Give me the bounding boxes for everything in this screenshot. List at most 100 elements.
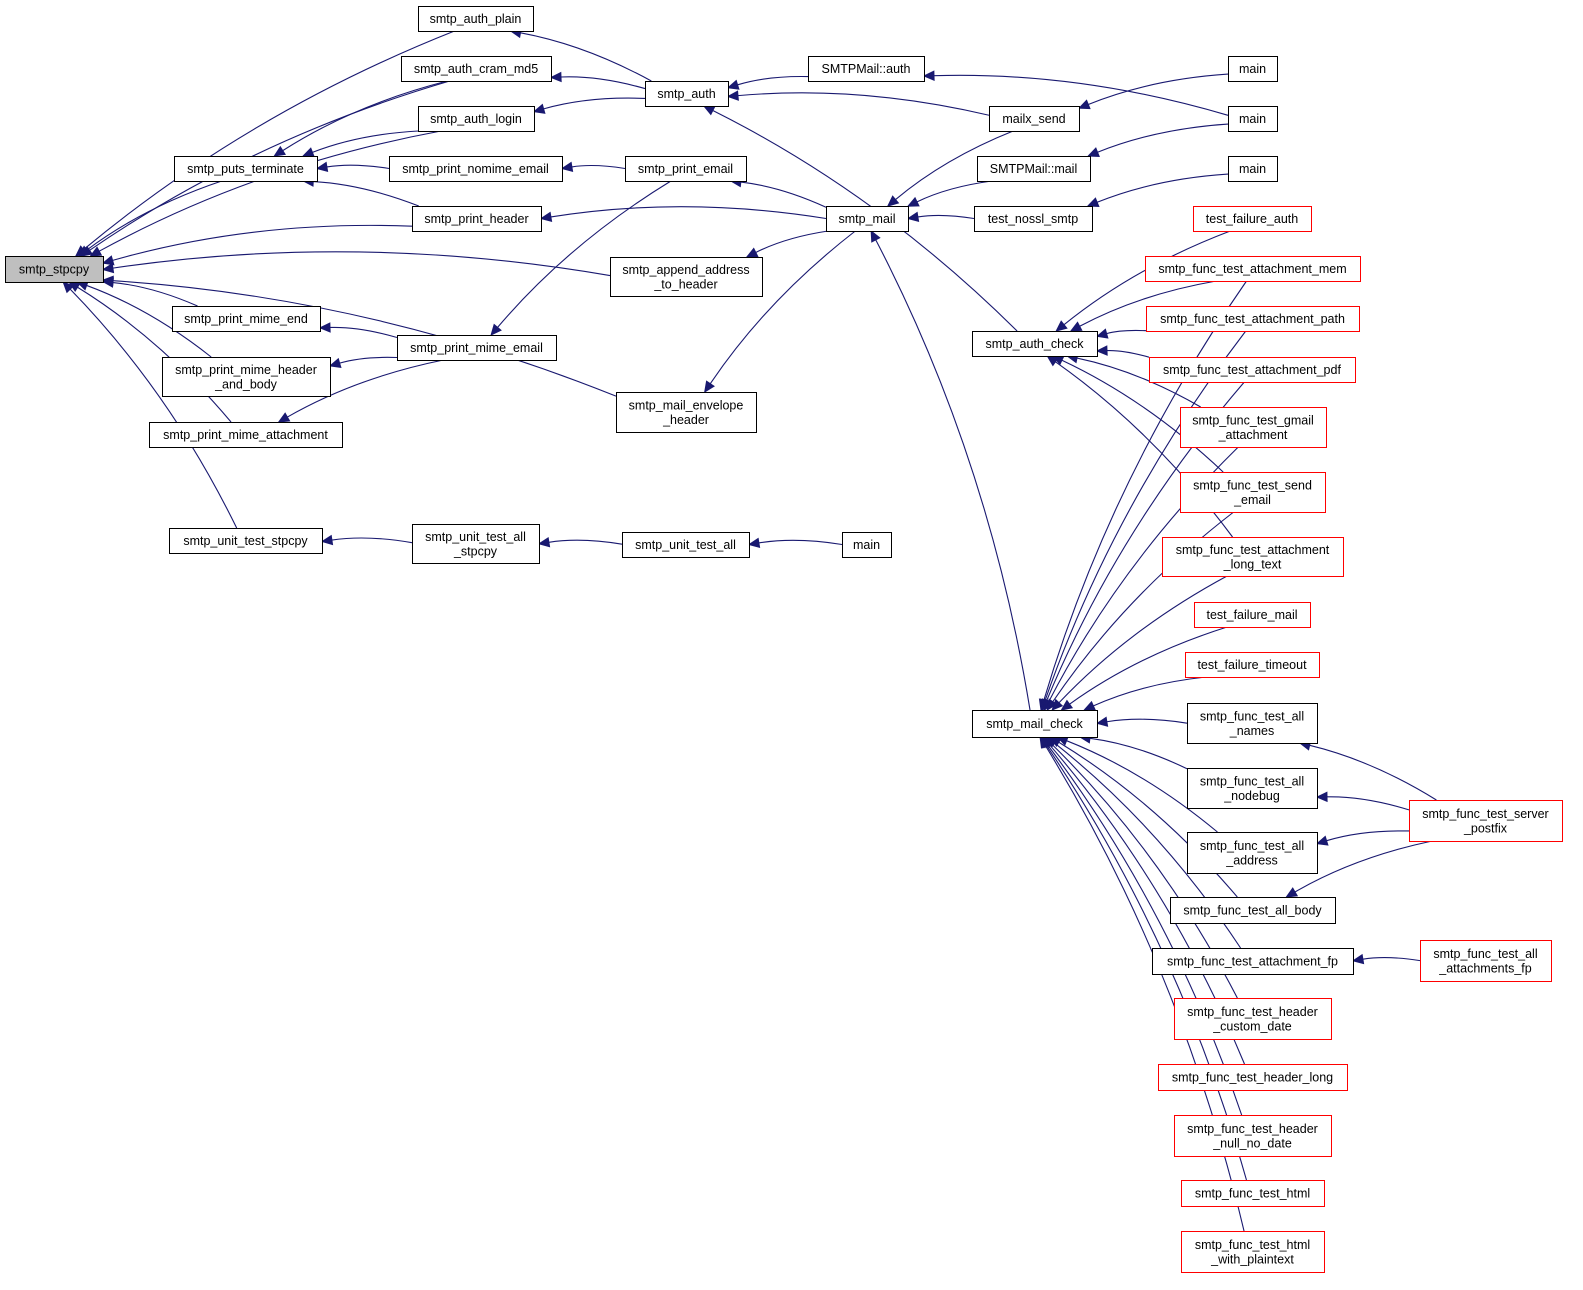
node-server-postfix[interactable]: smtp_func_test_server_postfix: [1409, 800, 1563, 842]
node-box[interactable]: [616, 392, 757, 433]
node-main2[interactable]: main: [1228, 106, 1278, 132]
node-all-address[interactable]: smtp_func_test_all_address: [1187, 832, 1318, 874]
node-hdr-long[interactable]: smtp_func_test_header_long: [1158, 1064, 1348, 1091]
node-att-fp[interactable]: smtp_func_test_attachment_fp: [1152, 948, 1354, 975]
node-hdr-custom[interactable]: smtp_func_test_header_custom_date: [1174, 998, 1332, 1040]
node-stpcpy[interactable]: smtp_stpcpy: [5, 256, 104, 283]
node-mime-email[interactable]: smtp_print_mime_email: [397, 335, 557, 361]
node-att-pdf[interactable]: smtp_func_test_attachment_pdf: [1149, 357, 1356, 383]
node-auth-login[interactable]: smtp_auth_login: [418, 106, 535, 132]
node-box[interactable]: [977, 156, 1091, 182]
node-box[interactable]: [1185, 652, 1320, 678]
node-box[interactable]: [1181, 1180, 1325, 1207]
node-print-header[interactable]: smtp_print_header: [412, 206, 542, 232]
node-box[interactable]: [1162, 537, 1344, 577]
node-box[interactable]: [174, 156, 318, 182]
node-unit-all-stpcpy[interactable]: smtp_unit_test_all_stpcpy: [412, 524, 540, 564]
node-unit-all[interactable]: smtp_unit_test_all: [622, 532, 750, 558]
node-box[interactable]: [172, 306, 321, 332]
node-att-long[interactable]: smtp_func_test_attachment_long_text: [1162, 537, 1344, 577]
node-box[interactable]: [610, 257, 763, 297]
node-main1[interactable]: main: [1228, 56, 1278, 82]
node-nossl[interactable]: test_nossl_smtp: [974, 206, 1093, 232]
node-box[interactable]: [1228, 156, 1278, 182]
node-box[interactable]: [974, 206, 1093, 232]
node-gmail-att[interactable]: smtp_func_test_gmail_attachment: [1180, 407, 1327, 448]
node-auth-check[interactable]: smtp_auth_check: [972, 331, 1098, 357]
node-smtp-mail[interactable]: smtp_mail: [826, 206, 909, 232]
node-box[interactable]: [1174, 1115, 1332, 1157]
node-env-header[interactable]: smtp_mail_envelope_header: [616, 392, 757, 433]
node-box[interactable]: [412, 524, 540, 564]
node-box[interactable]: [149, 422, 343, 448]
node-box[interactable]: [1146, 306, 1360, 332]
node-box[interactable]: [826, 206, 909, 232]
node-all-names[interactable]: smtp_func_test_all_names: [1187, 703, 1318, 744]
node-box[interactable]: [1158, 1064, 1348, 1091]
node-box[interactable]: [1409, 800, 1563, 842]
node-print-nomime[interactable]: smtp_print_nomime_email: [389, 156, 563, 182]
node-mime-end[interactable]: smtp_print_mime_end: [172, 306, 321, 332]
node-box[interactable]: [1228, 106, 1278, 132]
node-html[interactable]: smtp_func_test_html: [1181, 1180, 1325, 1207]
node-box[interactable]: [162, 357, 331, 397]
node-unit-stpcpy[interactable]: smtp_unit_test_stpcpy: [169, 528, 323, 554]
node-box[interactable]: [397, 335, 557, 361]
node-box[interactable]: [418, 106, 535, 132]
node-tf-mail[interactable]: test_failure_mail: [1194, 602, 1311, 628]
node-box[interactable]: [645, 81, 729, 107]
node-hdr-null[interactable]: smtp_func_test_header_null_no_date: [1174, 1115, 1332, 1157]
node-box[interactable]: [389, 156, 563, 182]
node-box[interactable]: [1420, 940, 1552, 982]
node-mailx-send[interactable]: mailx_send: [989, 106, 1080, 132]
node-box[interactable]: [1174, 998, 1332, 1040]
node-html-plain[interactable]: smtp_func_test_html_with_plaintext: [1181, 1231, 1325, 1273]
node-box[interactable]: [169, 528, 323, 554]
node-box[interactable]: [1170, 897, 1336, 924]
node-box[interactable]: [1187, 832, 1318, 874]
node-box[interactable]: [625, 156, 747, 182]
node-mime-hdr-body[interactable]: smtp_print_mime_header_and_body: [162, 357, 331, 397]
node-smtp-auth[interactable]: smtp_auth: [645, 81, 729, 107]
node-att-mem[interactable]: smtp_func_test_attachment_mem: [1145, 256, 1361, 282]
node-main3[interactable]: main: [1228, 156, 1278, 182]
node-box[interactable]: [401, 56, 552, 82]
node-box[interactable]: [622, 532, 750, 558]
node-att-path[interactable]: smtp_func_test_attachment_path: [1146, 306, 1360, 332]
node-puts-term[interactable]: smtp_puts_terminate: [174, 156, 318, 182]
node-smtpmail-auth[interactable]: SMTPMail::auth: [808, 56, 925, 82]
node-smtpmail-mail[interactable]: SMTPMail::mail: [977, 156, 1091, 182]
node-box[interactable]: [972, 710, 1098, 738]
node-box[interactable]: [972, 331, 1098, 357]
node-box[interactable]: [1194, 602, 1311, 628]
node-print-email[interactable]: smtp_print_email: [625, 156, 747, 182]
node-box[interactable]: [1180, 407, 1327, 448]
node-box[interactable]: [808, 56, 925, 82]
node-box[interactable]: [1145, 256, 1361, 282]
node-box[interactable]: [1193, 206, 1312, 232]
node-all-body[interactable]: smtp_func_test_all_body: [1170, 897, 1336, 924]
node-box[interactable]: [842, 532, 892, 558]
node-auth-cram[interactable]: smtp_auth_cram_md5: [401, 56, 552, 82]
node-tf-timeout[interactable]: test_failure_timeout: [1185, 652, 1320, 678]
node-all-att-fp[interactable]: smtp_func_test_all_attachments_fp: [1420, 940, 1552, 982]
node-main-unit[interactable]: main: [842, 532, 892, 558]
node-box[interactable]: [989, 106, 1080, 132]
node-all-nodebug[interactable]: smtp_func_test_all_nodebug: [1187, 768, 1318, 809]
node-tf-auth[interactable]: test_failure_auth: [1193, 206, 1312, 232]
node-append-addr[interactable]: smtp_append_address_to_header: [610, 257, 763, 297]
node-box[interactable]: [1228, 56, 1278, 82]
node-send-email[interactable]: smtp_func_test_send_email: [1180, 472, 1326, 513]
node-box[interactable]: [1149, 357, 1356, 383]
node-box[interactable]: [418, 6, 534, 32]
node-box[interactable]: [1152, 948, 1354, 975]
node-box[interactable]: [1187, 768, 1318, 809]
node-box[interactable]: [1180, 472, 1326, 513]
node-box[interactable]: [1181, 1231, 1325, 1273]
node-auth-plain[interactable]: smtp_auth_plain: [418, 6, 534, 32]
node-box[interactable]: [1187, 703, 1318, 744]
node-mime-attach[interactable]: smtp_print_mime_attachment: [149, 422, 343, 448]
node-box[interactable]: [412, 206, 542, 232]
node-box[interactable]: [5, 256, 104, 283]
node-mail-check[interactable]: smtp_mail_check: [972, 710, 1098, 738]
